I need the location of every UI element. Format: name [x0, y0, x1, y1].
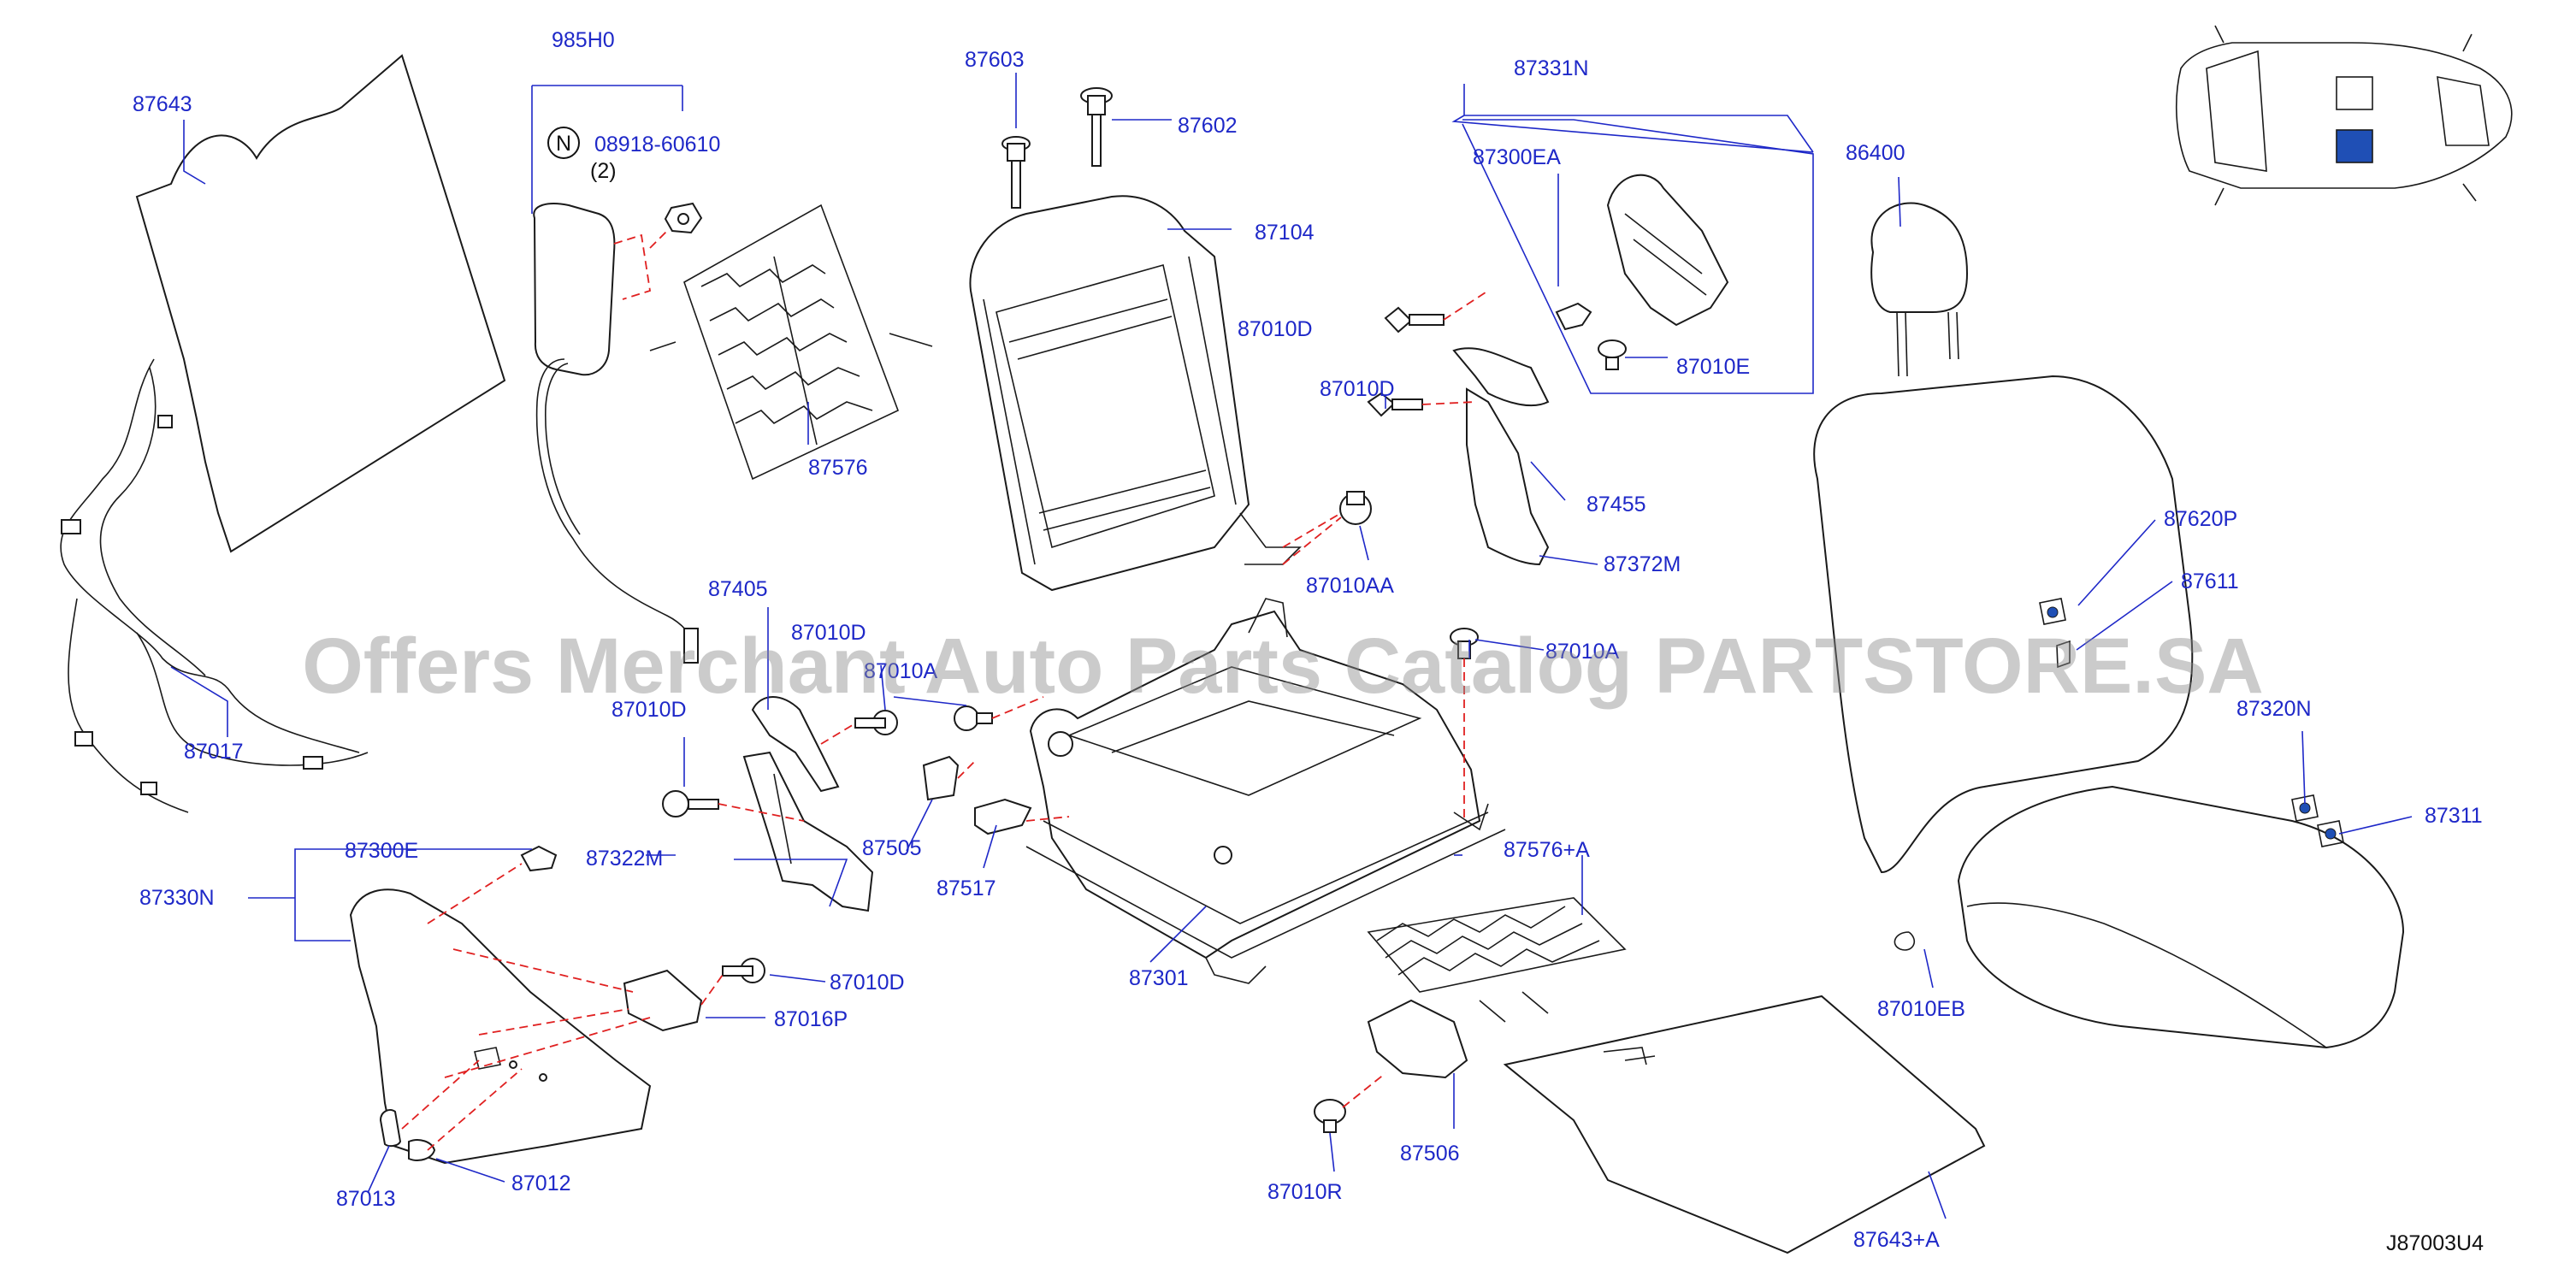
- label-87010R[interactable]: 87010R: [1267, 1180, 1343, 1204]
- part-87010D-bolt-d[interactable]: [662, 790, 719, 817]
- part-87016P-switch[interactable]: [623, 969, 703, 1032]
- part-87300EA-clip[interactable]: [1555, 302, 1592, 331]
- part-seat-cushion-trim[interactable]: [1957, 785, 2405, 1049]
- label-87010A-a[interactable]: 87010A: [864, 659, 938, 683]
- part-seat-back-trim[interactable]: [1813, 375, 2194, 874]
- part-87405-bracket[interactable]: [751, 696, 840, 793]
- label-87010EB[interactable]: 87010EB: [1877, 997, 1965, 1021]
- watermark: Offers Merchant Auto Parts Catalog PARTS…: [302, 623, 2264, 710]
- label-87010AA[interactable]: 87010AA: [1306, 574, 1394, 598]
- label-87010D-c[interactable]: 87010D: [791, 621, 866, 645]
- part-87010D-bolt-e[interactable]: [722, 958, 765, 983]
- label-87643A[interactable]: 87643+A: [1853, 1228, 1940, 1252]
- part-87455-inner-cover[interactable]: [1452, 347, 1550, 407]
- part-87017-wire-harness[interactable]: [60, 358, 369, 813]
- label-86400[interactable]: 86400: [1846, 141, 1905, 165]
- part-87010EB-clip-ring[interactable]: [1894, 931, 1916, 951]
- label-87010D-e[interactable]: 87010D: [830, 971, 905, 995]
- label-87012[interactable]: 87012: [511, 1172, 571, 1195]
- label-87010A-b[interactable]: 87010A: [1545, 640, 1620, 664]
- part-08918-60610-nut[interactable]: [664, 202, 703, 234]
- part-87576-back-spring[interactable]: [649, 204, 933, 481]
- label-87576A[interactable]: 87576+A: [1504, 838, 1590, 862]
- label-87013[interactable]: 87013: [336, 1187, 396, 1211]
- part-87506-bracket[interactable]: [1367, 999, 1468, 1079]
- part-87372M-bracket-cover[interactable]: [1466, 387, 1550, 566]
- part-87322M-bracket[interactable]: [742, 751, 874, 912]
- part-87505-clip[interactable]: [922, 755, 960, 801]
- diagram-code: J87003U4: [2386, 1231, 2484, 1255]
- label-985H0[interactable]: 985H0: [552, 28, 615, 52]
- label-87602[interactable]: 87602: [1178, 114, 1238, 138]
- part-87311-clip: [2317, 820, 2344, 847]
- part-87643A-cushion-board[interactable]: [1503, 995, 1986, 1254]
- part-87010AA-clip[interactable]: [1339, 491, 1372, 525]
- label-87311[interactable]: 87311: [2425, 804, 2483, 828]
- label-87620P[interactable]: 87620P: [2164, 507, 2237, 531]
- part-87010D-bolt-c[interactable]: [854, 710, 898, 735]
- part-87010D-bolt-b[interactable]: [1367, 392, 1423, 417]
- part-87300E-clip[interactable]: [520, 845, 558, 872]
- leader-lines: [170, 73, 2413, 1219]
- label-87505[interactable]: 87505: [862, 836, 922, 860]
- part-87104-back-frame[interactable]: [969, 195, 1302, 592]
- part-87301-cushion-frame[interactable]: [1025, 598, 1506, 984]
- label-87455[interactable]: 87455: [1586, 493, 1646, 516]
- label-87322M[interactable]: 87322M: [586, 847, 663, 871]
- label-87300EA[interactable]: 87300EA: [1473, 145, 1561, 169]
- label-note-qty: (2): [590, 159, 617, 183]
- part-87620P-clip: [2039, 598, 2066, 625]
- part-87013-knob[interactable]: [379, 1109, 402, 1148]
- part-985H0-side-airbag[interactable]: [533, 203, 699, 664]
- part-87602-headrest-holder-lock[interactable]: [1080, 87, 1113, 167]
- label-87010E[interactable]: 87010E: [1676, 355, 1750, 379]
- label-87331N[interactable]: 87331N: [1514, 56, 1589, 80]
- label-87576[interactable]: 87576: [808, 456, 868, 480]
- label-87372M[interactable]: 87372M: [1604, 552, 1681, 576]
- part-87010A-clip-b[interactable]: [1450, 628, 1479, 659]
- label-87010D-d[interactable]: 87010D: [612, 698, 687, 722]
- label-08918-60610[interactable]: 08918-60610: [594, 133, 720, 156]
- svg-text:N: N: [556, 132, 571, 156]
- note-n-circle-icon: N: [547, 127, 580, 159]
- part-87331N-cover-assembly[interactable]: [1606, 174, 1729, 327]
- label-87300E[interactable]: 87300E: [345, 839, 418, 863]
- label-87301[interactable]: 87301: [1129, 966, 1189, 990]
- label-87506[interactable]: 87506: [1400, 1142, 1460, 1166]
- part-87603-headrest-holder[interactable]: [1001, 136, 1031, 209]
- label-87643[interactable]: 87643: [133, 92, 192, 116]
- part-87010A-clip-a[interactable]: [954, 705, 993, 731]
- label-87104[interactable]: 87104: [1255, 221, 1315, 245]
- part-87643-back-board[interactable]: [135, 54, 506, 553]
- label-87017[interactable]: 87017: [184, 740, 244, 764]
- label-87603[interactable]: 87603: [965, 48, 1025, 72]
- label-87320N[interactable]: 87320N: [2236, 697, 2312, 721]
- part-87010D-bolt-a[interactable]: [1384, 306, 1445, 333]
- part-87010E-clip[interactable]: [1598, 339, 1627, 370]
- label-87016P[interactable]: 87016P: [774, 1007, 848, 1031]
- part-87611-clip: [2056, 640, 2071, 669]
- part-87012-knob[interactable]: [408, 1139, 436, 1161]
- label-87010D-b[interactable]: 87010D: [1320, 377, 1395, 401]
- label-87405[interactable]: 87405: [708, 577, 768, 601]
- part-87517-clip[interactable]: [974, 798, 1032, 835]
- part-87576A-cushion-spring[interactable]: [1367, 897, 1627, 1023]
- part-86400-headrest[interactable]: [1870, 202, 1969, 377]
- label-87010D-a[interactable]: 87010D: [1238, 317, 1313, 341]
- label-87611[interactable]: 87611: [2181, 570, 2239, 593]
- label-87517[interactable]: 87517: [936, 876, 996, 900]
- part-87010R-clip[interactable]: [1314, 1099, 1346, 1133]
- label-87330N[interactable]: 87330N: [139, 886, 215, 910]
- part-labels: 87643 985H0 08918-60610 (2) 87603 87602 …: [133, 28, 2483, 1252]
- car-top-view-icon: [2176, 25, 2513, 206]
